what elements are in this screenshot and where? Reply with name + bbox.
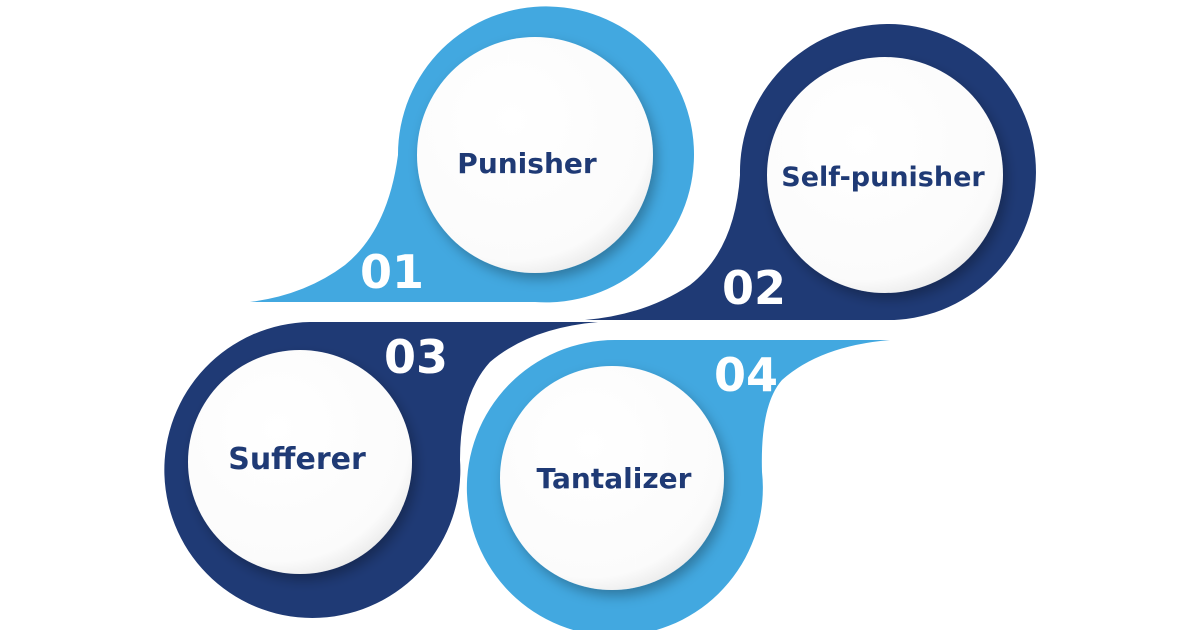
item-04-inner-circle	[500, 366, 724, 590]
item-01-label: Punisher	[457, 147, 597, 180]
item-01-inner-circle	[417, 37, 653, 273]
item-02-group: Self-punisher 02	[585, 24, 1036, 321]
item-02-label: Self-punisher	[781, 162, 985, 193]
item-04-label: Tantalizer	[537, 462, 692, 495]
item-04-group: Tantalizer 04	[466, 340, 890, 630]
item-01-number: 01	[360, 245, 424, 299]
item-01-group: Punisher 01	[250, 6, 694, 303]
item-02-inner-circle	[767, 57, 1003, 293]
item-03-inner-circle	[188, 350, 412, 574]
item-03-group: Sufferer 03	[164, 322, 598, 618]
item-03-number: 03	[384, 330, 448, 384]
item-02-number: 02	[722, 261, 786, 315]
item-03-label: Sufferer	[228, 442, 366, 477]
item-04-number: 04	[714, 348, 778, 402]
